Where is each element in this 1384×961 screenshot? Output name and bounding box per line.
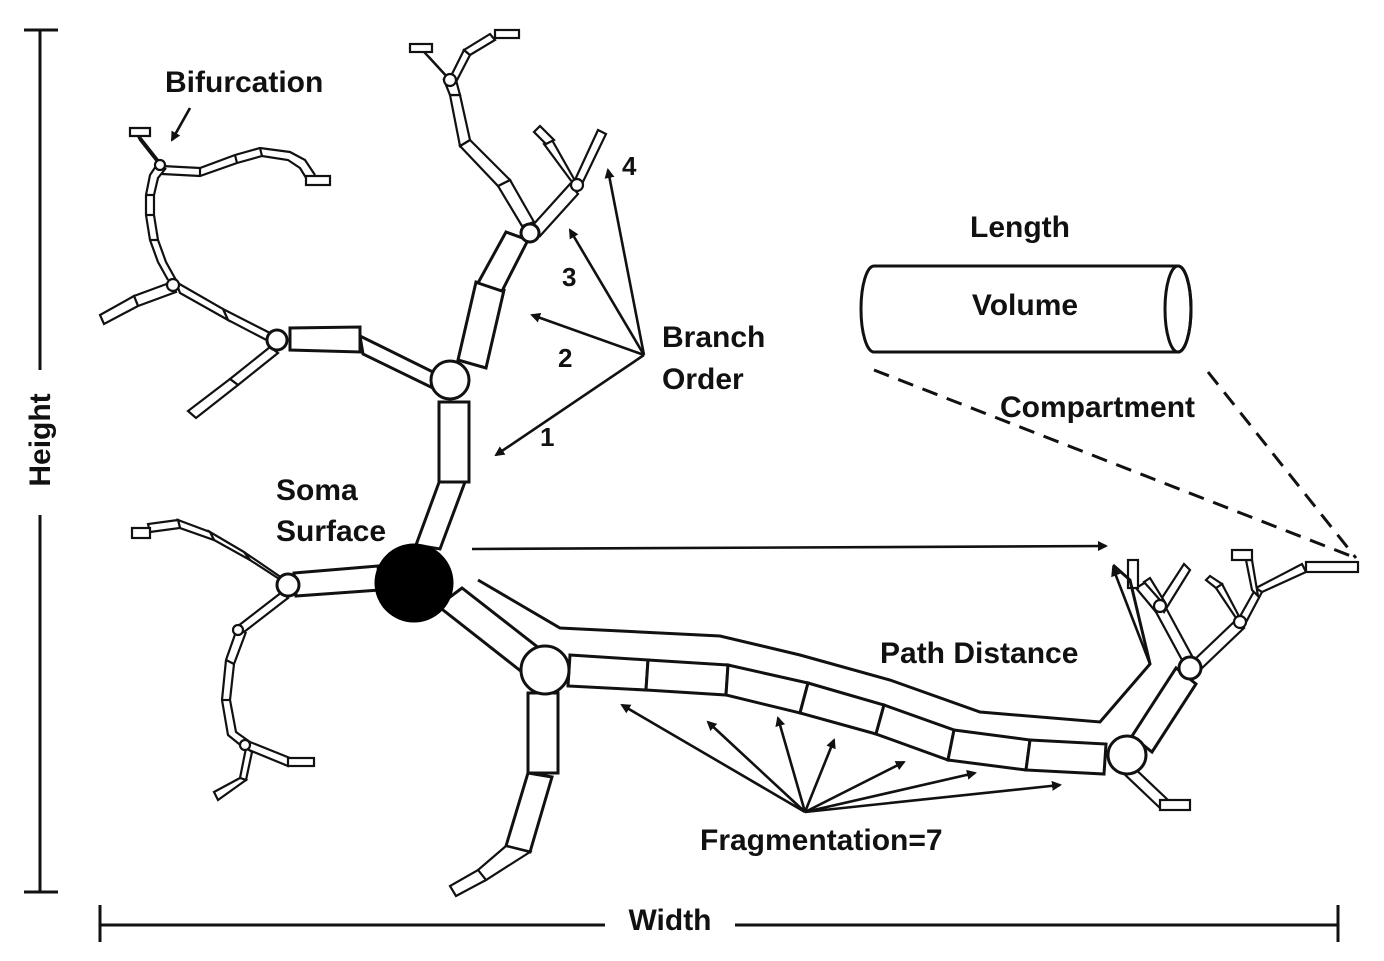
branch-order-number-3: 3 bbox=[562, 262, 576, 292]
path-distance-label: Path Distance bbox=[880, 637, 1078, 670]
soma-surface-label-line2: Surface bbox=[276, 515, 386, 548]
fragmentation-label: Fragmentation=7 bbox=[700, 824, 943, 857]
length-label: Length bbox=[970, 211, 1070, 244]
branch-order-arrows bbox=[494, 168, 646, 457]
branch-order-label-line2: Order bbox=[662, 363, 744, 396]
branch-order-number-4: 4 bbox=[622, 151, 637, 181]
bifurcation-arrow bbox=[170, 107, 192, 142]
fragmentation-arrows bbox=[620, 703, 1062, 814]
branch-order-label-line1: Branch bbox=[662, 321, 765, 354]
lower-branch bbox=[435, 586, 1108, 898]
bifurcation-label: Bifurcation bbox=[165, 66, 323, 99]
branch-order-number-1: 1 bbox=[540, 422, 554, 452]
compartment-cylinder bbox=[859, 264, 1193, 354]
volume-label: Volume bbox=[972, 289, 1078, 322]
upper-trunk bbox=[413, 400, 471, 551]
soma bbox=[374, 543, 454, 623]
width-scale-bar bbox=[98, 905, 1340, 942]
soma-distance-arrow bbox=[471, 541, 1108, 552]
height-label: Height bbox=[24, 393, 57, 486]
compartment-label: Compartment bbox=[1000, 391, 1195, 424]
upper-left-branch bbox=[98, 126, 440, 420]
soma-surface-label-line1: Soma bbox=[276, 474, 358, 507]
compartment-dashed-lines bbox=[873, 368, 1358, 560]
neuron-dendrites bbox=[98, 28, 1360, 898]
height-scale-bar bbox=[24, 28, 58, 894]
right-arbor bbox=[1106, 548, 1360, 812]
branch-order-number-2: 2 bbox=[558, 343, 572, 373]
left-branch bbox=[130, 518, 382, 802]
upper-right-branch bbox=[408, 28, 608, 401]
path-distance-outline bbox=[477, 563, 1152, 724]
width-label: Width bbox=[628, 904, 711, 937]
